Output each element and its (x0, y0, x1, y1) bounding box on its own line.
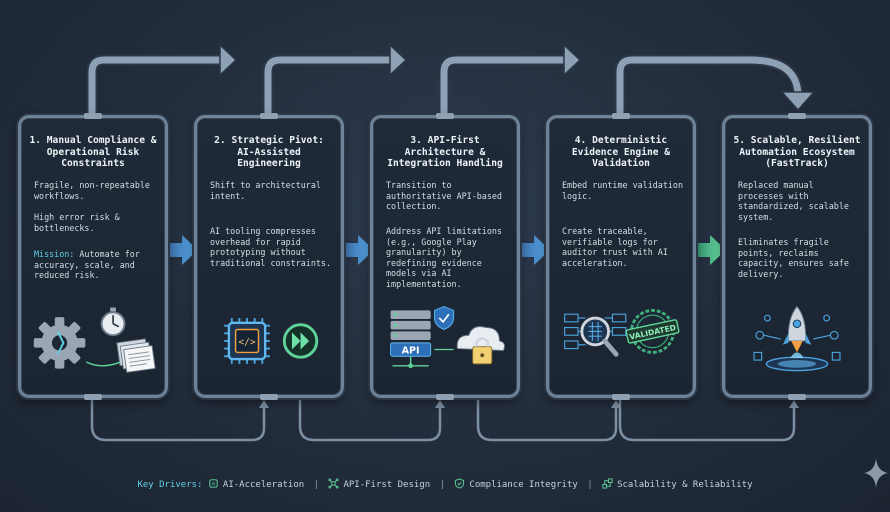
ai-chip-icon: AI (208, 478, 219, 489)
mission-label: Mission: (34, 249, 75, 259)
svg-text:</>: </> (238, 337, 255, 348)
gear-icon (33, 317, 86, 369)
svg-text:AI: AI (211, 482, 215, 487)
stage-point: Eliminates fragile points, reclaims capa… (738, 237, 849, 279)
stage-point: AI tooling compresses overhead for rapid… (210, 226, 332, 268)
stage-card-2: 2. Strategic Pivot: AI-Assisted Engineer… (194, 115, 344, 398)
stopwatch-icon (100, 307, 126, 337)
shield-check-icon (434, 306, 455, 331)
stage-card-5: 5. Scalable, Resilient Automation Ecosys… (722, 115, 872, 398)
key-drivers-footer: Key Drivers: AI AI-Acceleration | API-Fir… (0, 478, 890, 490)
stage-title: 2. Strategic Pivot: AI-Assisted Engineer… (214, 135, 324, 169)
stage-card-3: 3. API-First Architecture & Integration … (370, 115, 520, 398)
driver-label: API-First Design (343, 480, 431, 490)
mission-text: Automate for accuracy, scale, and reduce… (34, 249, 140, 281)
stage-point: Create traceable, verifiable logs for au… (562, 226, 668, 268)
stage-title: 4. Deterministic Evidence Engine & Valid… (571, 135, 671, 169)
network-icon (328, 478, 339, 489)
stage-point: High error risk & bottlenecks. (34, 212, 120, 233)
separator: | (587, 480, 593, 490)
stage-title: 1. Manual Compliance & Operational Risk … (29, 135, 157, 169)
cloud-lock-icon (456, 326, 505, 365)
key-drivers-label: Key Drivers: (137, 480, 203, 490)
stage-point: Address API limitations (e.g., Google Pl… (386, 226, 502, 289)
top-connector-lines (88, 56, 802, 115)
magnifier-icon (564, 313, 627, 357)
scalability-icon (602, 478, 613, 489)
validated-stamp-icon: VALIDATED (625, 308, 680, 354)
document-stack-icon (116, 338, 156, 373)
shield-icon (454, 478, 465, 489)
driver-label: Scalability & Reliability (617, 480, 753, 490)
separator: | (439, 480, 445, 490)
rocket-icon (765, 305, 829, 372)
stage-title: 5. Scalable, Resilient Automation Ecosys… (733, 135, 861, 169)
api-label: API (402, 345, 420, 356)
stage-point: Shift to architectural intent. (210, 180, 321, 201)
separator: | (313, 480, 320, 490)
stage-card-4: 4. Deterministic Evidence Engine & Valid… (546, 115, 696, 398)
sparkle-icon (864, 458, 888, 488)
bottom-connector-lines (90, 398, 796, 442)
stage-point: Fragile, non-repeatable workflows. (34, 180, 150, 201)
stage-point: Replaced manual processes with standardi… (738, 180, 849, 222)
top-arrowheads (219, 43, 816, 112)
stage-card-1: 1. Manual Compliance & Operational Risk … (18, 115, 168, 398)
ai-chip-icon: </> (224, 318, 270, 364)
fast-forward-icon (282, 323, 319, 359)
side-arrows (166, 235, 726, 265)
stage-title: 3. API-First Architecture & Integration … (387, 135, 503, 169)
driver-label: Compliance Integrity (469, 480, 578, 490)
driver-label: AI-Acceleration (222, 480, 305, 490)
stage-point: Transition to authoritative API-based co… (386, 180, 502, 212)
stage-mission: Mission: Automate for accuracy, scale, a… (34, 249, 155, 281)
stage-point: Embed runtime validation logic. (562, 180, 684, 201)
server-stack-icon: API (390, 310, 432, 369)
